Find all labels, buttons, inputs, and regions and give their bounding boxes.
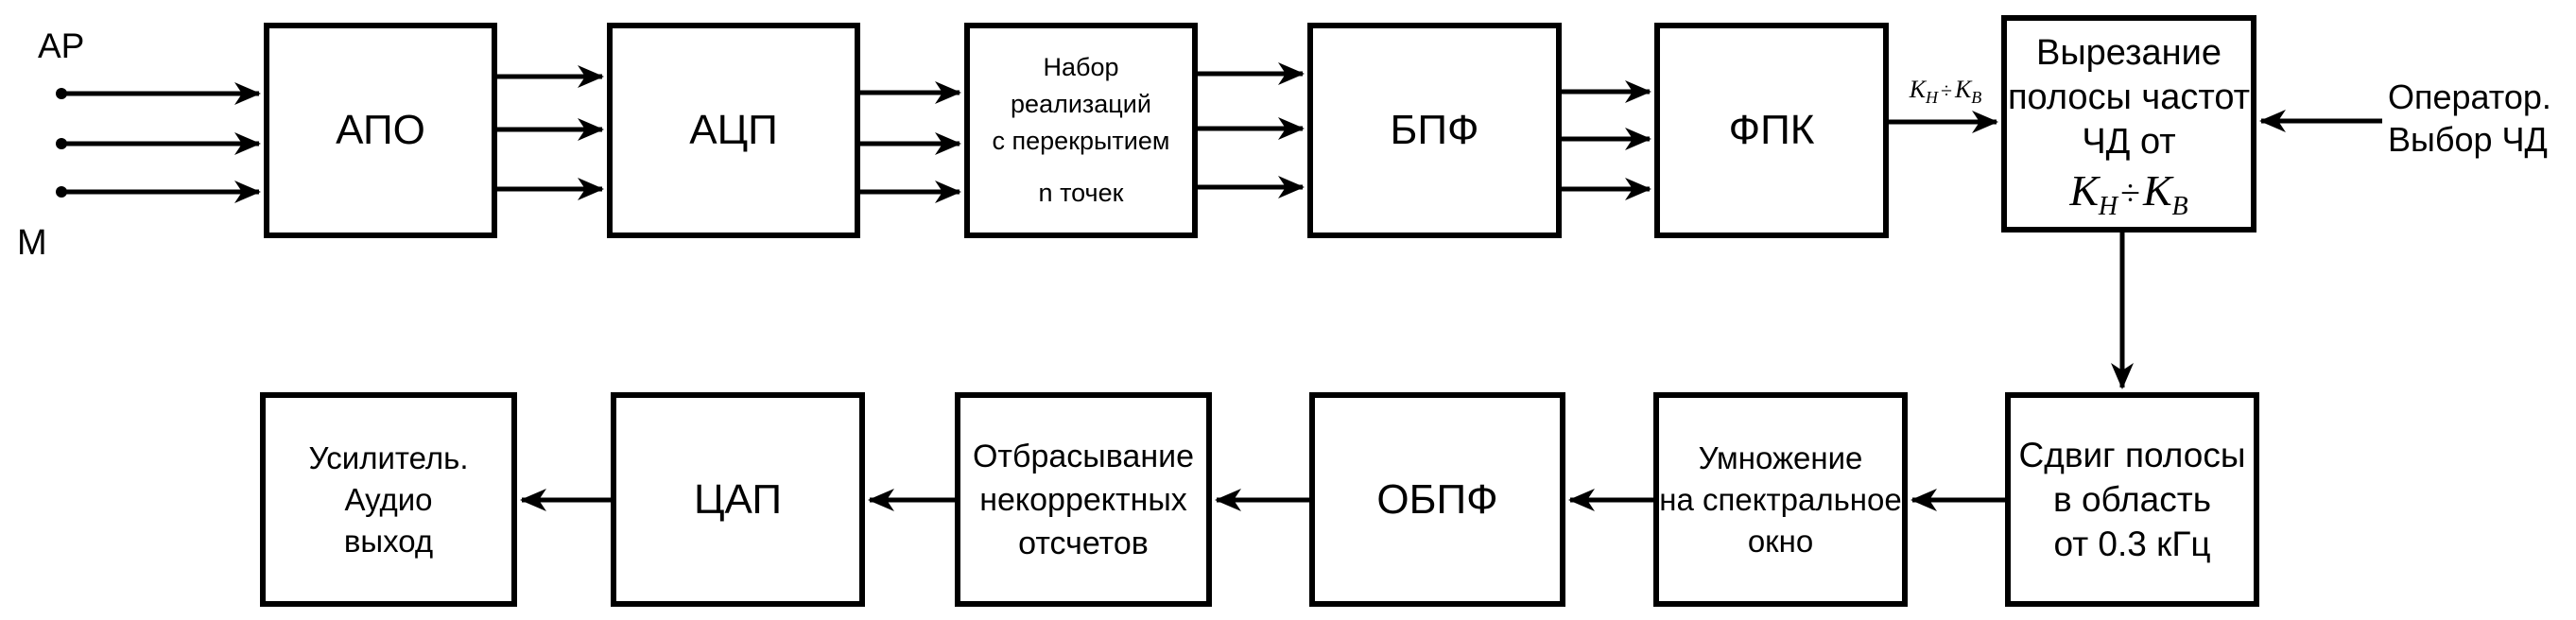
input-lines xyxy=(56,82,261,203)
operator-line-2: Выбор ЧД xyxy=(2388,120,2548,159)
block-ifft-label: ОБПФ xyxy=(1376,475,1498,523)
block-fft-label: БПФ xyxy=(1390,107,1479,153)
block-adc: АЦП xyxy=(607,23,860,238)
band-cut-formula: КН÷КВ xyxy=(2069,166,2187,220)
label-operator: Оператор. Выбор ЧД xyxy=(2388,76,2551,161)
band-cut-line-1: Вырезание xyxy=(2036,33,2222,73)
block-fpk-label: ФПК xyxy=(1728,107,1815,153)
block-band-shift: Сдвиг полосы в область от 0.3 кГц xyxy=(2005,392,2259,607)
block-band-cut: Вырезание полосы частот ЧД от КН÷КВ xyxy=(2001,15,2256,232)
frame-set-line-4: n точек xyxy=(1038,179,1124,207)
label-array-top: АР xyxy=(38,26,85,65)
bus-frames-fft xyxy=(1197,62,1305,198)
bus-apo-adc xyxy=(496,65,604,200)
formula-k-low: К xyxy=(1909,76,1926,103)
bus-fft-fpk xyxy=(1561,80,1651,200)
frame-set-line-2: реализаций xyxy=(1011,90,1151,118)
bus-adc-frames xyxy=(859,81,961,203)
block-dac-label: ЦАП xyxy=(693,475,783,523)
formula-sub-high: В xyxy=(1971,88,1982,108)
block-dac: ЦАП xyxy=(611,392,865,607)
discard-line-3: отсчетов xyxy=(1018,525,1149,561)
window-line-1: Умножение xyxy=(1698,439,1863,475)
window-line-3: окно xyxy=(1747,523,1814,559)
block-discard-samples: Отбрасывание некорректных отсчетов xyxy=(955,392,1212,607)
band-cut-line-2: полосы частот xyxy=(2007,78,2251,117)
label-array-bottom: М xyxy=(17,223,47,263)
amplifier-line-2: Аудио xyxy=(344,481,433,517)
formula-k-high: К xyxy=(2142,166,2172,215)
block-ifft: ОБПФ xyxy=(1309,392,1565,607)
block-apo-label: АПО xyxy=(336,107,425,153)
block-spectral-window: Умножение на спектральное окно xyxy=(1653,392,1908,607)
formula-sub-low: Н xyxy=(2098,192,2118,222)
operator-line-1: Оператор. xyxy=(2388,78,2551,116)
discard-line-2: некорректных xyxy=(979,481,1187,518)
formula-divide-sign: ÷ xyxy=(2120,174,2140,214)
formula-k-high: К xyxy=(1955,76,1972,103)
amplifier-line-1: Усилитель. xyxy=(308,439,469,475)
block-amplifier: Усилитель. Аудио выход xyxy=(260,392,517,607)
formula-sub-high: В xyxy=(2171,192,2188,222)
block-frame-set: Набор реализаций с перекрытием n точек xyxy=(964,23,1198,238)
band-cut-line-3: ЧД от xyxy=(2082,122,2176,162)
frame-set-line-1: Набор xyxy=(1043,53,1119,81)
formula-divide-sign: ÷ xyxy=(1940,78,1953,102)
formula-sub-low: Н xyxy=(1925,88,1938,108)
block-adc-label: АЦП xyxy=(689,107,778,153)
formula-k-low: К xyxy=(2069,166,2099,215)
block-fft: БПФ xyxy=(1307,23,1562,238)
band-shift-line-2: в область xyxy=(2053,480,2211,519)
block-apo: АПО xyxy=(264,23,497,238)
discard-line-1: Отбрасывание xyxy=(972,438,1194,474)
label-kn-kv: КН÷КВ xyxy=(1887,76,2004,108)
window-line-2: на спектральное xyxy=(1659,481,1902,517)
frame-set-line-3: с перекрытием xyxy=(992,127,1170,155)
band-shift-line-3: от 0.3 кГц xyxy=(2053,525,2211,563)
block-fpk: ФПК xyxy=(1654,23,1889,238)
band-shift-line-1: Сдвиг полосы xyxy=(2018,436,2246,474)
amplifier-line-3: выход xyxy=(343,523,434,559)
